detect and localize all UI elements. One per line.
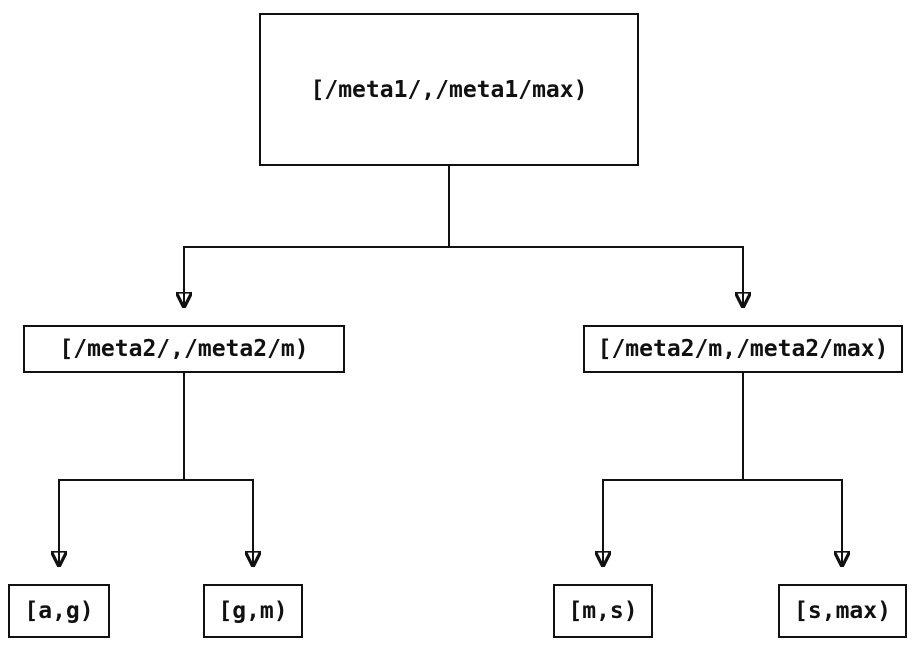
edge-right-to-rightleft-arrow [603, 373, 744, 567]
node-leaf-m-s: [m,s) [553, 584, 653, 638]
node-meta2-lower-range: [/meta2/,/meta2/m) [23, 325, 345, 373]
edge-root-to-left-arrow [184, 166, 450, 308]
node-leaf-a-g: [a,g) [8, 584, 110, 638]
node-meta2-upper-range: [/meta2/m,/meta2/max) [583, 325, 903, 373]
edge-root-to-right-arrow [448, 166, 743, 308]
edge-right-to-rightright-arrow [742, 373, 842, 567]
node-leaf-g-m: [g,m) [203, 584, 303, 638]
edge-left-to-leftleft-arrow [59, 373, 185, 567]
node-meta1-range: [/meta1/,/meta1/max) [259, 13, 639, 166]
node-leaf-s-max: [s,max) [778, 584, 907, 638]
edge-left-to-leftright-arrow [183, 373, 253, 567]
